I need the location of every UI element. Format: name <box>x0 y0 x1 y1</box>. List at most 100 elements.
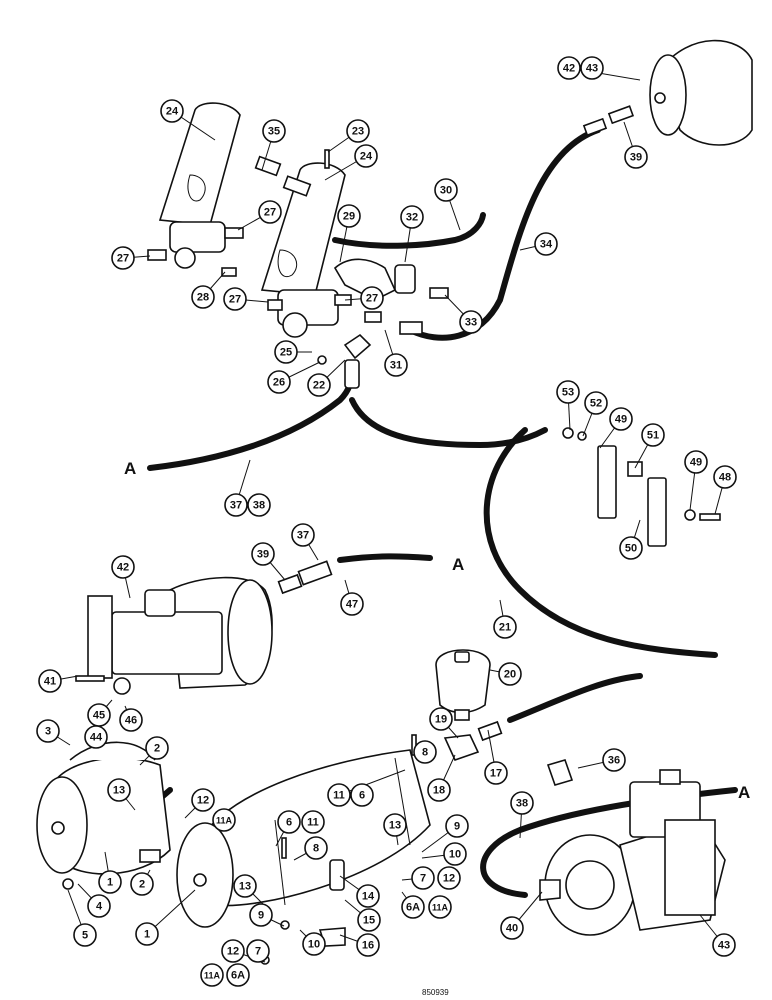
callout-circle <box>443 842 467 866</box>
callout-c38b: 38 <box>510 791 534 815</box>
callout-label: 15 <box>363 915 375 927</box>
callout-c3: 3 <box>36 719 60 743</box>
callout-circle <box>602 748 626 772</box>
callout-circle <box>584 391 608 415</box>
callout-circle <box>200 963 224 987</box>
callout-c22: 22 <box>307 373 331 397</box>
callout-label: 30 <box>440 185 452 197</box>
callout-c23: 23 <box>346 119 370 143</box>
callout-label: 40 <box>506 923 518 935</box>
callout-label: 11 <box>333 790 345 802</box>
callout-c29: 29 <box>337 204 361 228</box>
callout-c2a: 2 <box>145 736 169 760</box>
callout-c8b: 8 <box>304 836 328 860</box>
callout-circle <box>212 808 236 832</box>
callout-c41: 41 <box>38 669 62 693</box>
callout-circle <box>246 939 270 963</box>
callout-circle <box>534 232 558 256</box>
callout-label: 1 <box>144 929 150 941</box>
callout-circle <box>400 205 424 229</box>
callout-label: 36 <box>608 755 620 767</box>
callout-c14: 14 <box>356 884 380 908</box>
callout-label: 17 <box>490 768 502 780</box>
brake-booster-42 <box>75 576 273 695</box>
callout-label: 37 <box>230 500 242 512</box>
callout-label: 43 <box>586 63 598 75</box>
callout-label: 18 <box>433 785 445 797</box>
callout-label: 10 <box>308 939 320 951</box>
callout-c25: 25 <box>274 340 298 364</box>
callout-label: 39 <box>630 152 642 164</box>
fittings-center <box>254 149 423 389</box>
air-tank-center <box>176 734 431 965</box>
callout-label: 2 <box>139 879 145 891</box>
callout-c45: 45 <box>87 703 111 727</box>
callout-circle <box>38 669 62 693</box>
callout-circle <box>304 836 328 860</box>
callout-label: 28 <box>197 292 209 304</box>
callout-label: 7 <box>255 946 261 958</box>
callout-label: 24 <box>360 151 373 163</box>
callout-circle <box>383 813 407 837</box>
callout-c11Aa: 11A <box>212 808 236 832</box>
callout-c33: 33 <box>459 310 483 334</box>
callout-label: 6A <box>406 902 420 914</box>
callout-c31: 31 <box>384 353 408 377</box>
callout-circle <box>98 870 122 894</box>
callout-circle <box>119 708 143 732</box>
callout-circle <box>327 783 351 807</box>
callout-label: 26 <box>273 377 285 389</box>
callout-c49a: 49 <box>609 407 633 431</box>
callout-circle <box>346 119 370 143</box>
callout-circle <box>274 340 298 364</box>
callout-c27b: 27 <box>111 246 135 270</box>
callout-circle <box>413 740 437 764</box>
callout-label: 50 <box>625 543 637 555</box>
callout-label: 11A <box>216 816 233 826</box>
figure-number: 850939 <box>422 988 449 997</box>
callout-c6a: 6 <box>350 783 374 807</box>
callout-circle <box>356 884 380 908</box>
callout-label: 23 <box>352 126 364 138</box>
callout-label: 34 <box>540 239 553 251</box>
callout-c50: 50 <box>619 536 643 560</box>
callout-circle <box>713 465 737 489</box>
callout-c7b: 7 <box>246 939 270 963</box>
callout-c42a: 42 <box>557 56 581 80</box>
callout-label: 52 <box>590 398 602 410</box>
callout-circle <box>224 493 248 517</box>
callout-c10a: 10 <box>443 842 467 866</box>
callout-c4: 4 <box>87 894 111 918</box>
callout-circle <box>251 542 275 566</box>
callout-label: 46 <box>125 715 137 727</box>
callout-circle <box>145 736 169 760</box>
callout-c11a: 11 <box>327 783 351 807</box>
callout-circle <box>277 810 301 834</box>
hose-34 <box>407 127 601 341</box>
callout-label: 35 <box>268 126 280 138</box>
callout-c38a: 38 <box>247 493 271 517</box>
callout-circle <box>73 923 97 947</box>
callout-c12a: 12 <box>191 788 215 812</box>
hoses <box>97 127 738 898</box>
callout-c20: 20 <box>498 662 522 686</box>
callout-circle <box>557 56 581 80</box>
callout-c42b: 42 <box>111 555 135 579</box>
callout-circle <box>619 536 643 560</box>
callout-c9b: 9 <box>249 903 273 927</box>
callout-label: 38 <box>516 798 528 810</box>
callout-circle <box>160 99 184 123</box>
callout-c51: 51 <box>641 423 665 447</box>
callout-label: 7 <box>420 873 426 885</box>
callout-label: 32 <box>406 212 418 224</box>
callout-circle <box>357 908 381 932</box>
callout-circle <box>493 615 517 639</box>
callout-label: 13 <box>389 820 401 832</box>
callout-c7a: 7 <box>411 866 435 890</box>
callout-c39a: 39 <box>624 145 648 169</box>
callout-label: 11A <box>432 903 449 913</box>
callout-label: 33 <box>465 317 477 329</box>
callout-label: 11 <box>307 817 319 829</box>
callout-label: 27 <box>229 294 241 306</box>
